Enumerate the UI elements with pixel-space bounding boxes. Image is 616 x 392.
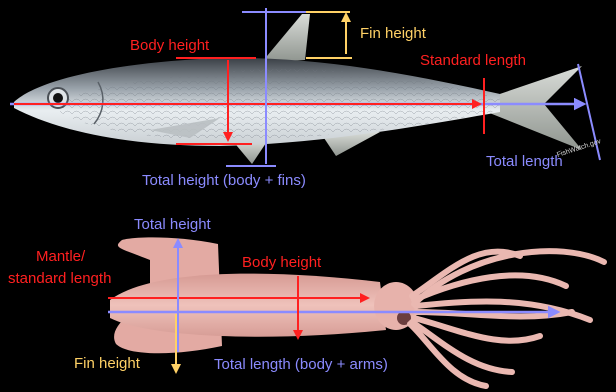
fish-illustration <box>14 14 582 164</box>
squid-mantle-label-line2: standard length <box>8 270 111 287</box>
squid-mantle <box>110 274 386 337</box>
squid-mantle-label-line1: Mantle/ <box>36 248 85 265</box>
squid-fin-height-label: Fin height <box>74 355 140 372</box>
fish-total-length-label: Total length <box>486 153 563 170</box>
squid-body-height-label: Body height <box>242 254 321 271</box>
fish-standard-length-label: Standard length <box>420 52 526 69</box>
fish-pupil <box>53 93 63 103</box>
squid-arms <box>410 251 604 386</box>
fish-body-height-label: Body height <box>130 37 209 54</box>
fish-dorsal-fin <box>262 14 310 62</box>
fish-fin-height-label: Fin height <box>360 25 426 42</box>
squid-total-height-label: Total height <box>134 216 211 233</box>
squid-total-length-label: Total length (body + arms) <box>214 356 388 373</box>
fish-total-height-label: Total height (body + fins) <box>142 172 306 189</box>
